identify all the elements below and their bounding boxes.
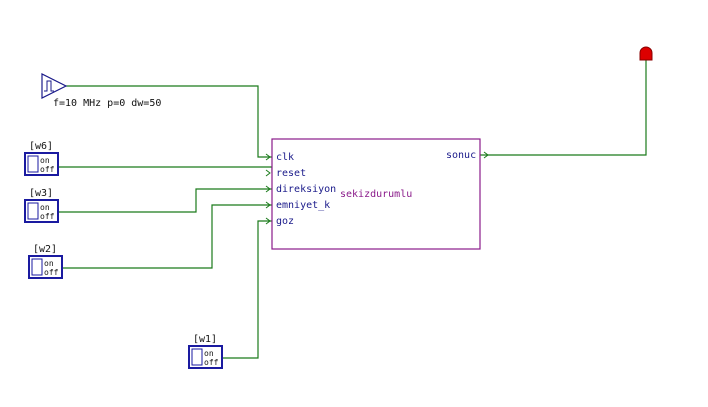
switch-w2-box (28, 255, 63, 279)
block-name: sekizdurumlu (340, 189, 412, 200)
switch-icon (27, 202, 39, 220)
port-clk: clk (276, 152, 294, 163)
switch-w1-label: [w1] (193, 334, 217, 345)
switch-w1[interactable]: [w1] on off (188, 334, 223, 369)
switch-w3[interactable]: [w3] on off (24, 188, 59, 223)
switch-w2-on: on (44, 259, 54, 268)
clock-generator[interactable]: f=10 MHz p=0 dw=50 (41, 73, 161, 109)
switch-w6-on: on (40, 156, 50, 165)
switch-w3-label: [w3] (29, 188, 53, 199)
port-emniyet-k: emniyet_k (276, 200, 330, 211)
switch-icon (27, 155, 39, 173)
wires (58, 60, 647, 359)
switch-w3-off: off (40, 212, 55, 221)
clock-label: f=10 MHz p=0 dw=50 (53, 98, 161, 109)
arrow-icon (265, 169, 271, 177)
wire-w6-reset (58, 166, 273, 173)
arrow-icon (483, 151, 489, 159)
switch-w6-box (24, 152, 59, 176)
switch-w1-off: off (204, 358, 219, 367)
input-ports (265, 153, 271, 225)
wire-clock-clk (66, 85, 272, 158)
arrow-icon (265, 217, 271, 225)
arrow-icon (265, 185, 271, 193)
switch-w3-box (24, 199, 59, 223)
port-sonuc: sonuc (446, 150, 476, 161)
block-border (271, 138, 481, 250)
wire-w3-direksiyon (58, 188, 272, 213)
switch-icon (191, 348, 203, 366)
arrow-icon (265, 153, 271, 161)
block-sekizdurumlu[interactable]: sekizdurumlu clk reset direksiyon emniye… (265, 138, 489, 250)
output-led[interactable] (639, 46, 653, 61)
switch-icon (31, 258, 43, 276)
switch-w3-on: on (40, 203, 50, 212)
switch-w2-label: [w2] (33, 244, 57, 255)
arrow-icon (265, 201, 271, 209)
square-wave-glyph (44, 80, 54, 92)
wire-sonuc-led (480, 60, 647, 156)
led-indicator-icon (639, 46, 653, 61)
port-goz: goz (276, 216, 294, 227)
wire-w1-goz (222, 220, 272, 359)
port-reset: reset (276, 168, 306, 179)
port-direksiyon: direksiyon (276, 184, 336, 195)
square-wave-icon (41, 73, 68, 99)
switch-w1-box (188, 345, 223, 369)
switch-w2[interactable]: [w2] on off (28, 244, 63, 279)
switch-w6-off: off (40, 165, 55, 174)
switch-w2-off: off (44, 268, 59, 277)
wire-w2-emniyet (62, 204, 272, 269)
switch-w6-label: [w6] (29, 141, 53, 152)
switch-w1-on: on (204, 349, 214, 358)
switch-w6[interactable]: [w6] on off (24, 141, 59, 176)
